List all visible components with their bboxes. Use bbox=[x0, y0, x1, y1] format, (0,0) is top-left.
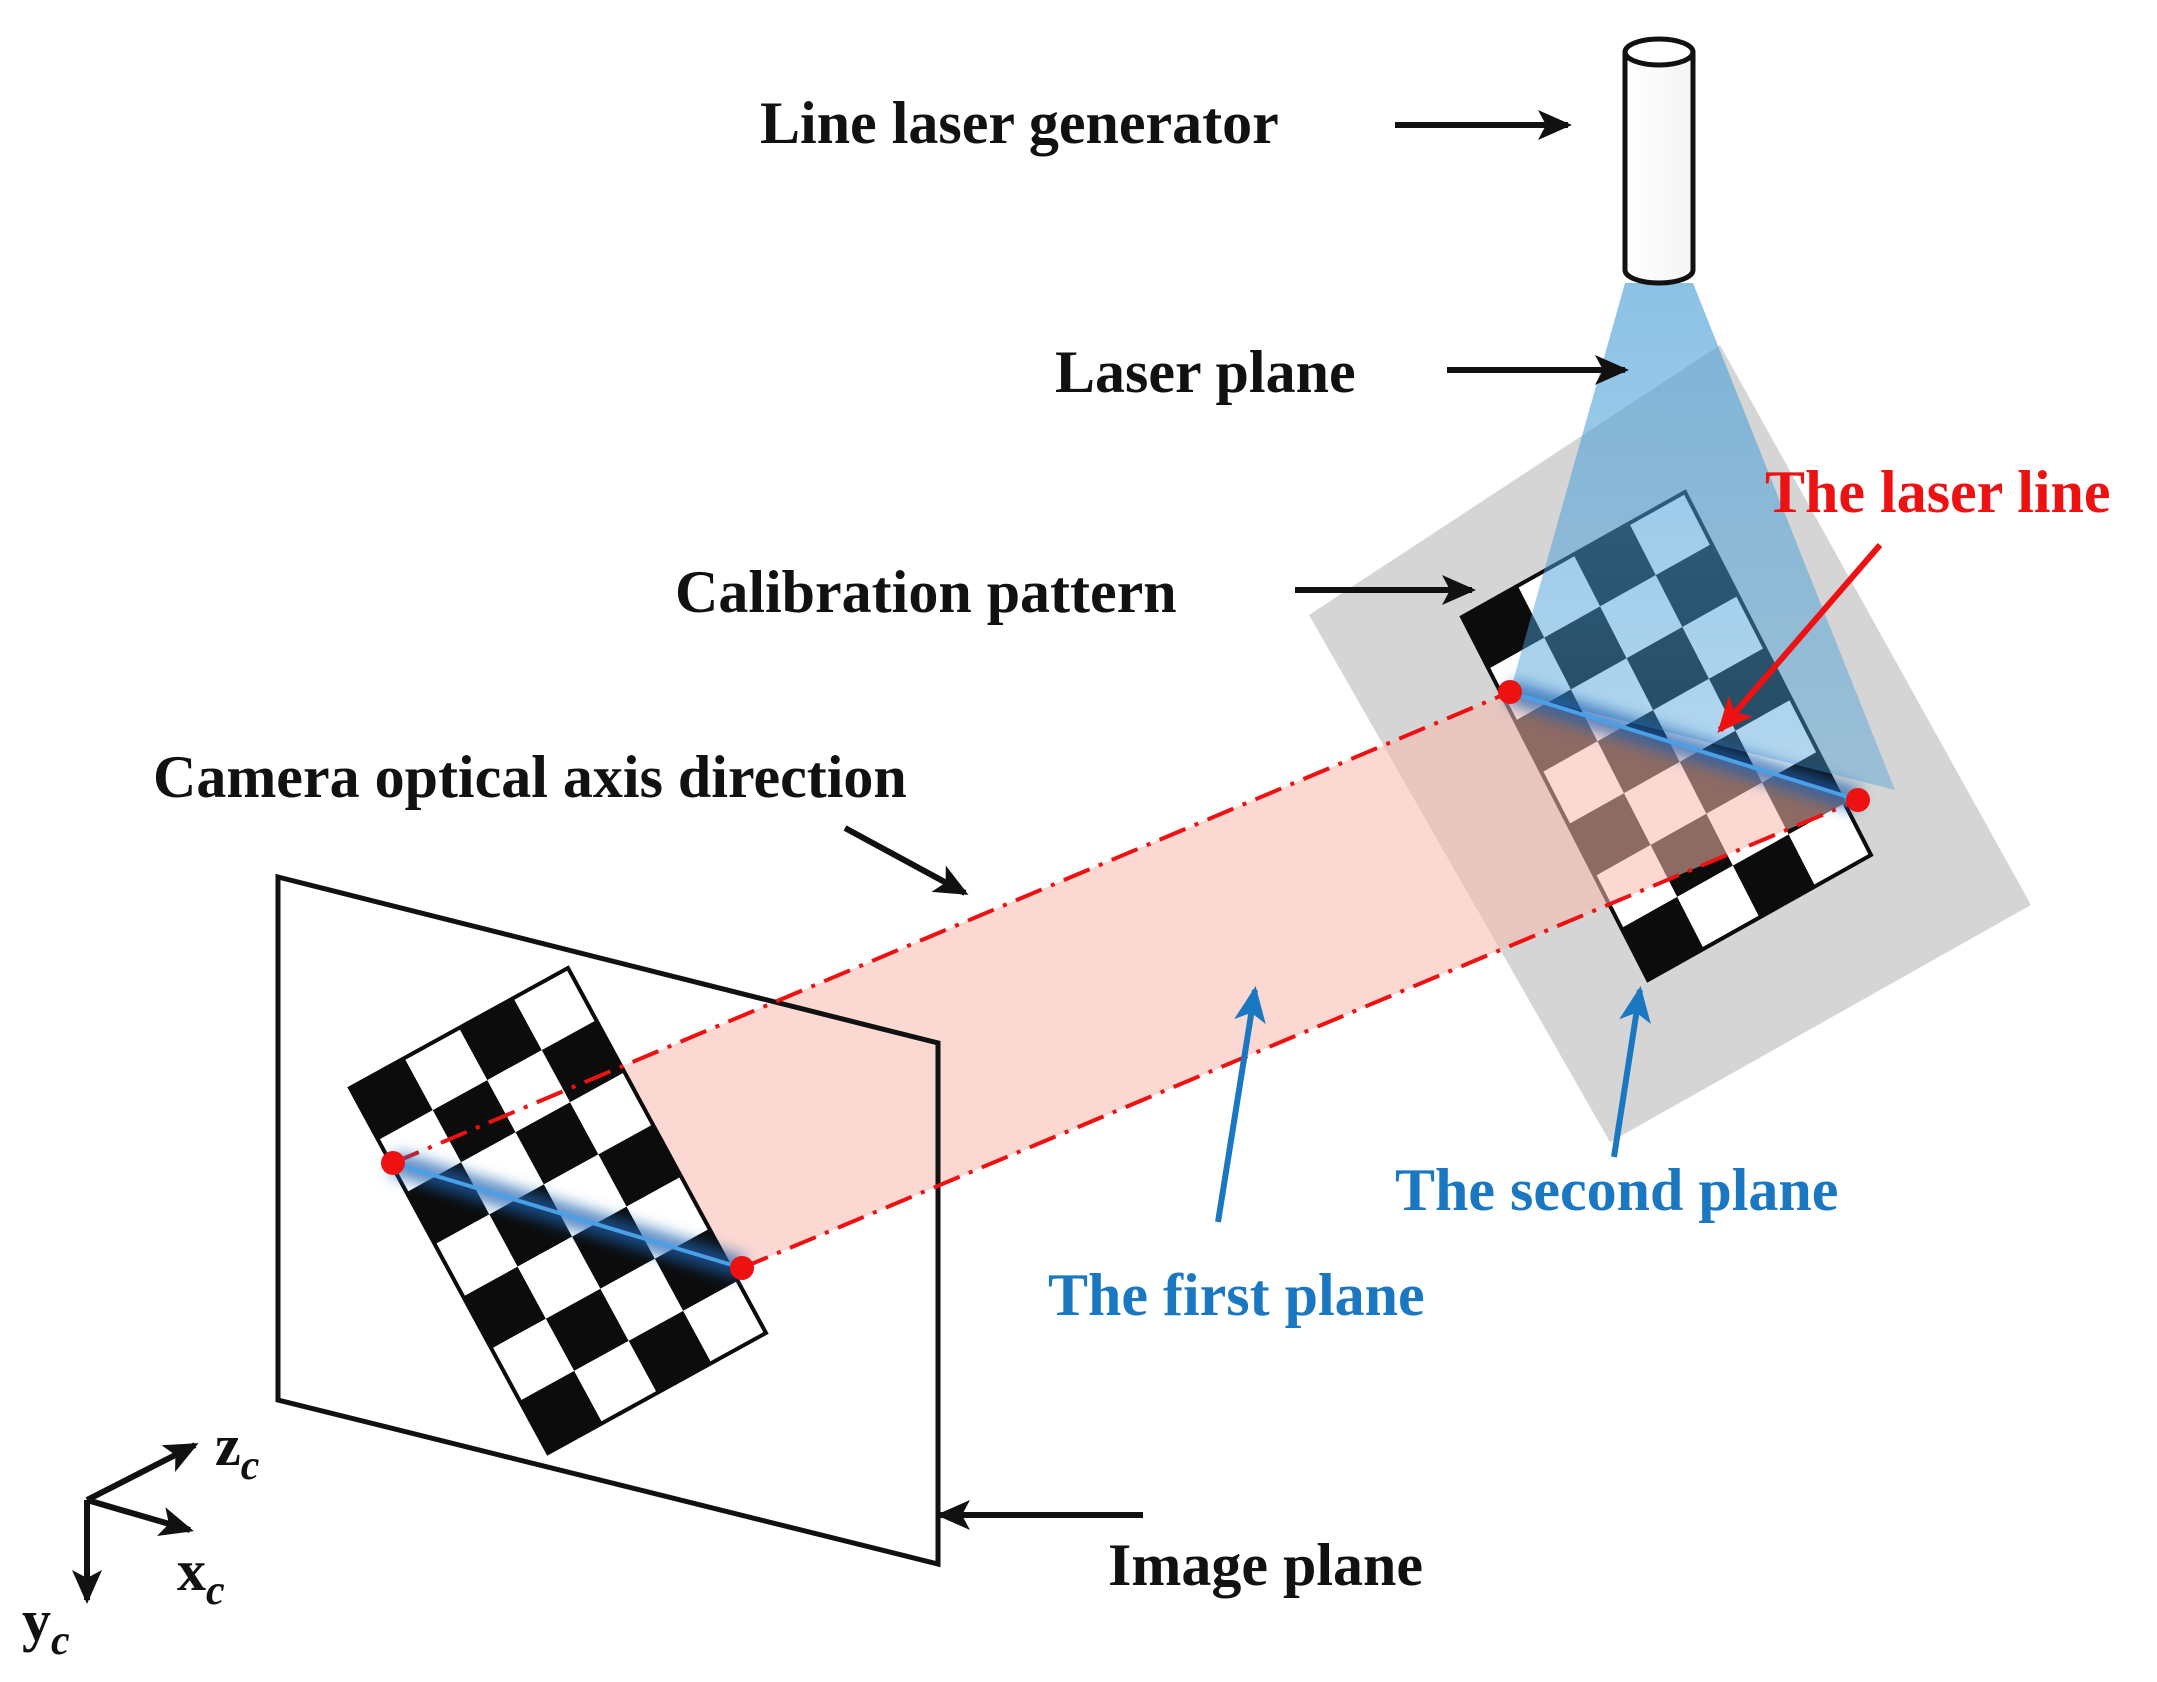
checker-square bbox=[432, 1080, 516, 1163]
label-camera-optical-axis: Camera optical axis direction bbox=[153, 744, 907, 810]
checker-square bbox=[598, 1124, 682, 1207]
checker-border bbox=[347, 965, 769, 1456]
label-second-plane: The second plane bbox=[1395, 1157, 1838, 1223]
optical-axis-line-lower bbox=[741, 798, 1859, 1270]
checker-square bbox=[487, 1050, 571, 1133]
axis-z-arrow bbox=[85, 1442, 199, 1503]
axis-y-label: yc bbox=[22, 1588, 70, 1664]
endpoint-dot bbox=[381, 1151, 405, 1175]
arrow-optical-axis bbox=[843, 825, 969, 896]
checker-square bbox=[541, 1020, 625, 1103]
label-laser-plane: Laser plane bbox=[1055, 339, 1356, 405]
endpoint-dot bbox=[1846, 788, 1870, 812]
label-first-plane: The first plane bbox=[1048, 1262, 1425, 1328]
axis-z-label: zc bbox=[215, 1413, 260, 1489]
checker-square bbox=[600, 1258, 684, 1341]
laser-line-right bbox=[1509, 690, 1859, 802]
label-laser-line: The laser line bbox=[1765, 459, 2111, 525]
optical-axis-line-upper bbox=[392, 690, 1511, 1165]
coordinate-axes bbox=[72, 1442, 199, 1604]
checker-square bbox=[491, 1318, 575, 1401]
laser-line-left bbox=[392, 1161, 743, 1270]
checker-square bbox=[570, 1072, 653, 1155]
laser-generator-cylinder bbox=[1622, 36, 1696, 286]
axis-x-arrow bbox=[86, 1497, 194, 1537]
arrow-laser-line bbox=[1717, 543, 1883, 734]
axis-x-label: xc bbox=[177, 1538, 225, 1614]
laser-plane-beam bbox=[1510, 283, 1895, 790]
arrow-first-plane bbox=[1215, 986, 1266, 1223]
checker-square bbox=[517, 1236, 601, 1319]
checker-square bbox=[463, 1266, 546, 1349]
checker-square bbox=[434, 1214, 518, 1297]
arrow-second-plane bbox=[1611, 986, 1651, 1158]
checker-square bbox=[515, 1102, 599, 1185]
endpoint-dot bbox=[730, 1256, 754, 1280]
label-line-laser-generator: Line laser generator bbox=[760, 90, 1279, 156]
image-plane-frame bbox=[275, 873, 941, 1568]
first-plane bbox=[393, 692, 1858, 1268]
checker-square bbox=[545, 1288, 629, 1371]
endpoint-dot bbox=[1498, 680, 1522, 704]
label-image-plane: Image plane bbox=[1108, 1532, 1423, 1598]
label-calibration-pattern: Calibration pattern bbox=[675, 559, 1177, 625]
